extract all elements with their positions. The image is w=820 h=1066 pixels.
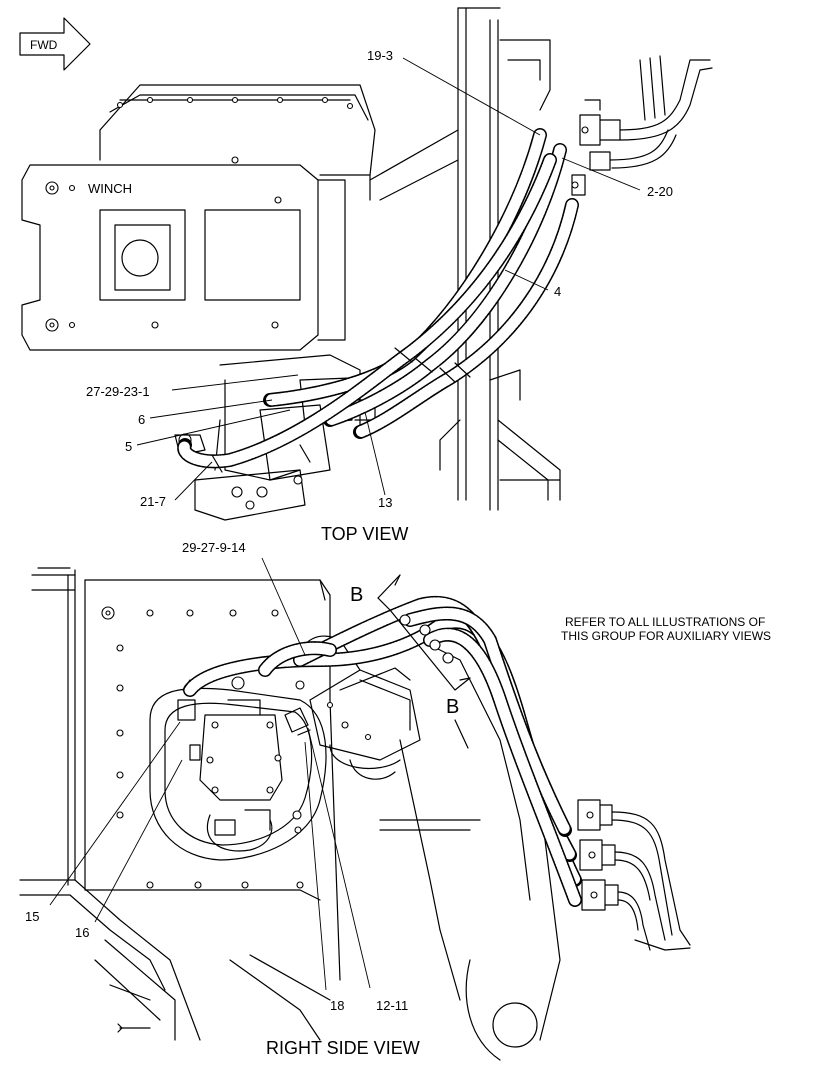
section-letter-bottom: B: [446, 696, 459, 718]
side-plate: [19, 567, 331, 1041]
side-end-fittings: [577, 799, 691, 951]
auxiliary-note: REFER TO ALL ILLUSTRATIONS OF THIS GROUP…: [561, 615, 771, 643]
callout-21-7: 21-7: [140, 494, 166, 509]
winch-motor: [149, 687, 327, 861]
section-letter-top: B: [350, 584, 363, 606]
section-cut-icon: B B: [350, 574, 471, 718]
top-view-title: TOP VIEW: [321, 524, 408, 544]
top-view: WINCH: [21, 7, 713, 544]
top-callouts: 19-3 2-20 4 27-29-23-1 6 5 21-7 13: [86, 48, 673, 510]
callout-5: 5: [125, 439, 132, 454]
side-view-title: RIGHT SIDE VIEW: [266, 1038, 420, 1058]
right-side-view: B B REFER TO ALL ILLUSTRATIONS OF THIS G…: [19, 540, 771, 1061]
winch-label: WINCH: [88, 181, 132, 196]
callout-18: 18: [330, 998, 344, 1013]
callout-16: 16: [75, 925, 89, 940]
frame-rails: [369, 7, 561, 511]
winch-housing: WINCH: [21, 84, 376, 351]
housing-bolts: [116, 96, 354, 110]
callout-29-27-9-14: 29-27-9-14: [182, 540, 246, 555]
callout-12-11: 12-11: [376, 998, 408, 1013]
callout-6: 6: [138, 412, 145, 427]
hydraulic-hose-icon: [177, 128, 579, 473]
top-leaders: [136, 57, 641, 501]
note-line-1: REFER TO ALL ILLUSTRATIONS OF: [565, 615, 765, 629]
callout-27-29-23-1: 27-29-23-1: [86, 384, 150, 399]
callout-13: 13: [378, 495, 392, 510]
callout-15: 15: [25, 909, 39, 924]
side-leaders: [49, 557, 371, 991]
callout-4: 4: [554, 284, 561, 299]
side-callouts: 29-27-9-14 15 16 18 12-11: [25, 540, 408, 1013]
callout-19-3: 19-3: [367, 48, 393, 63]
callout-2-20: 2-20: [647, 184, 673, 199]
fwd-arrow-icon: FWD: [19, 17, 91, 71]
hose-fitting-icon: [571, 55, 713, 196]
note-line-2: THIS GROUP FOR AUXILIARY VIEWS: [561, 629, 771, 643]
fwd-label: FWD: [30, 38, 58, 52]
side-hoses: [177, 595, 582, 907]
